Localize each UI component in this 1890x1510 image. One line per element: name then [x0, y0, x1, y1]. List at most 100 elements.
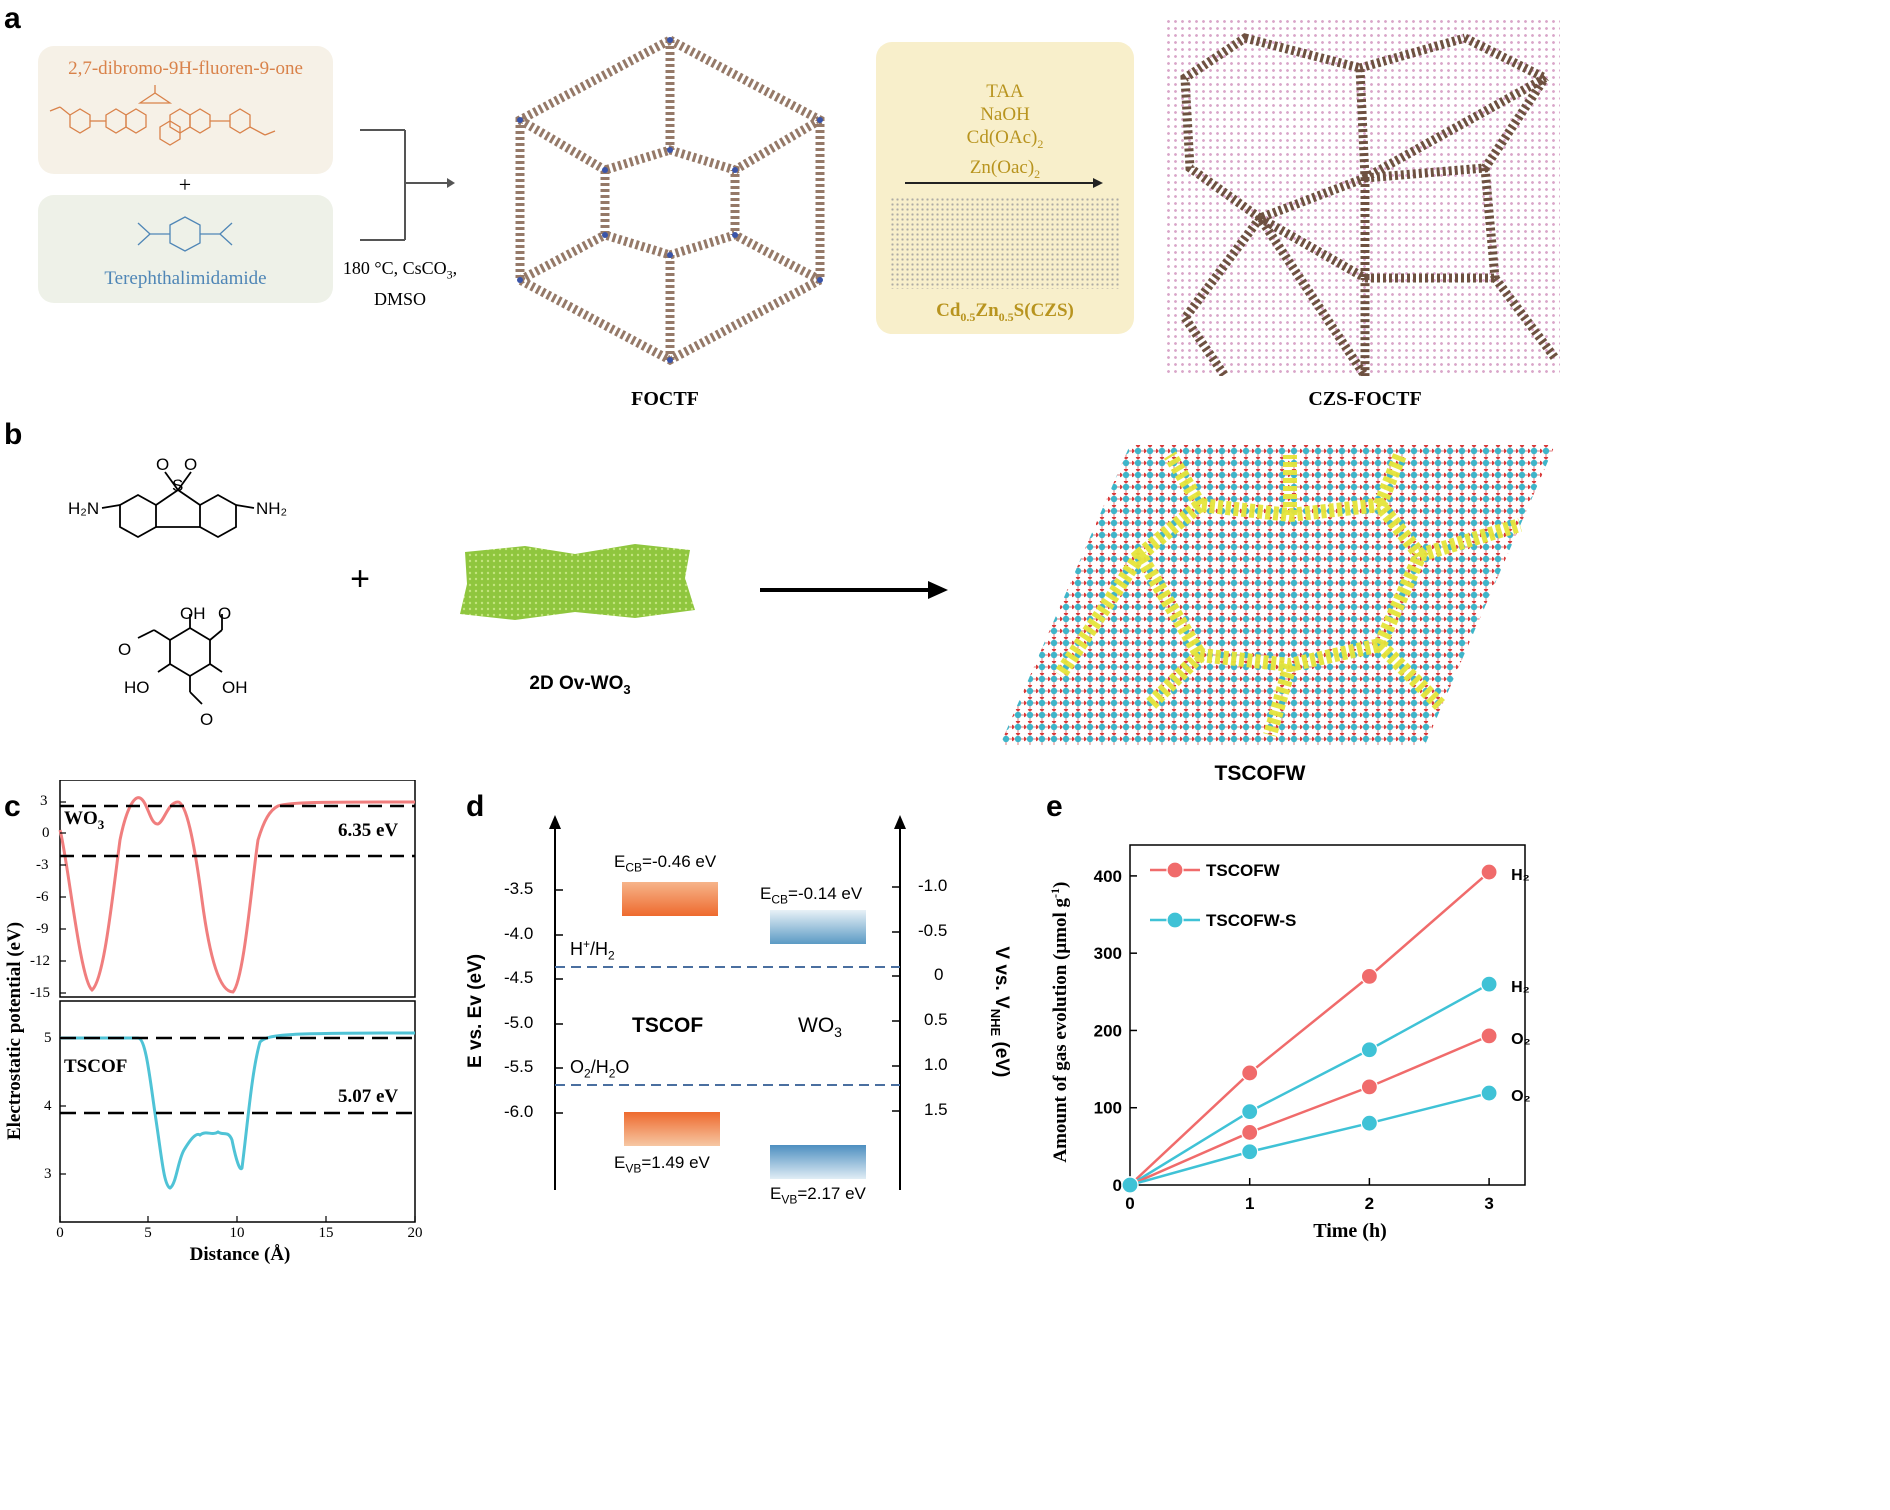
e-legend-marker — [1166, 911, 1184, 929]
panel-e-letter: e — [1046, 790, 1063, 823]
d-tscof-evb: EVB=1.49 eV — [614, 1153, 710, 1176]
e-data-point — [1360, 967, 1378, 985]
mol2-oh-right: OH — [222, 678, 248, 697]
e-xlabel: Time (h) — [1313, 1220, 1387, 1242]
e-data-point — [1121, 1176, 1139, 1194]
mol1-o-right: O — [184, 455, 198, 474]
panel-b-letter: b — [4, 418, 23, 451]
reactant2-box — [38, 195, 333, 303]
e-data-point — [1360, 1078, 1378, 1096]
triformylphloroglucinol-structure — [137, 614, 223, 705]
mol2-o-left: O — [118, 640, 132, 659]
c-ytick-5: 5 — [44, 1030, 52, 1046]
e-ytick-label: 300 — [1094, 944, 1122, 963]
panel-d-letter: d — [466, 790, 485, 823]
czs-arrow — [905, 178, 1103, 188]
c-ytick-3: 3 — [40, 793, 48, 809]
e-gas-label: H₂ — [1511, 867, 1530, 884]
d-lt-6: -6.0 — [504, 1102, 534, 1121]
c-xtick-5: 5 — [144, 1225, 152, 1241]
e-xtick-label: 3 — [1484, 1194, 1493, 1213]
mol2-oh-top: OH — [180, 604, 206, 623]
reactant-plus: + — [178, 172, 192, 197]
e-legend-label: TSCOFW — [1206, 861, 1281, 880]
c-ytick-m15: -15 — [30, 985, 50, 1001]
conditions-line2: DMSO — [373, 288, 426, 309]
conditions-comma: , — [452, 258, 458, 278]
foctf-label: FOCTF — [631, 388, 699, 410]
mol2-o-top: O — [218, 604, 232, 623]
e-data-point — [1480, 863, 1498, 881]
e-series-line — [1129, 1034, 1490, 1187]
tscofw-label: TSCOFW — [1214, 762, 1306, 785]
e-data-point — [1480, 1084, 1498, 1102]
panel-b-plus: + — [350, 560, 370, 598]
tscof-potential-curve — [60, 1031, 416, 1190]
mol1-s: S — [172, 476, 184, 495]
c-bottom-label: TSCOF — [64, 1056, 128, 1077]
c-ytick-m12: -12 — [30, 953, 50, 969]
e-ytick-label: 100 — [1094, 1099, 1122, 1118]
e-ytick-label: 0 — [1113, 1176, 1122, 1195]
e-data-point — [1480, 1027, 1498, 1045]
c-ytick-3b: 3 — [44, 1166, 52, 1182]
conditions-line1: 180 °C, CsCO — [342, 258, 447, 278]
reactant2-label: Terephthalimidamide — [104, 268, 267, 289]
mol1-h2n: H₂N — [68, 499, 100, 518]
d-rt-1: -1.0 — [918, 876, 948, 895]
c-ytick-m9: -9 — [36, 921, 49, 937]
panel-a-letter: a — [4, 2, 21, 35]
e-gas-label: O₂ — [1511, 1031, 1531, 1048]
d-rt-5: 1.0 — [924, 1055, 948, 1074]
czs-label: Cd0.5Zn0.5S(CZS) — [936, 300, 1074, 324]
d-tscof-ecb: ECB=-0.46 eV — [614, 852, 717, 875]
c-bottom-energy: 5.07 eV — [338, 1086, 399, 1107]
c-xlabel: Distance (Å) — [189, 1244, 291, 1265]
d-rt-4: 0.5 — [924, 1010, 948, 1029]
c-top-label: WO3 — [64, 808, 105, 832]
tscofw-structure — [1000, 445, 1555, 745]
reagent-taa: TAA — [986, 81, 1024, 102]
reagent-zn: Zn(Oac)2 — [969, 156, 1041, 181]
e-series-line — [1129, 871, 1490, 1186]
d-lt-3: -4.5 — [504, 968, 534, 987]
c-ytick-4: 4 — [44, 1098, 52, 1114]
d-rt-2: -0.5 — [918, 921, 948, 940]
d-rt-6: 1.5 — [924, 1100, 948, 1119]
wo3-cb-band — [770, 910, 866, 944]
d-lt-5: -5.5 — [504, 1057, 534, 1076]
e-plot-frame — [1129, 844, 1526, 1186]
c-xtick-10: 10 — [229, 1225, 245, 1241]
e-ytick-label: 400 — [1094, 867, 1122, 886]
d-tscof-label: TSCOF — [632, 1014, 704, 1037]
e-data-point — [1241, 1064, 1259, 1082]
e-xtick-label: 0 — [1125, 1194, 1134, 1213]
d-left-axis-label: E vs. Ev (eV) — [465, 953, 486, 1069]
panel-c-plots — [58, 780, 416, 1223]
czs-lattice — [890, 197, 1120, 289]
d-h-level: H+/H2 — [570, 937, 615, 963]
e-data-point — [1241, 1143, 1259, 1161]
e-ylabel: Amount of gas evolution (μmol g-1) — [1047, 881, 1072, 1163]
e-legend-marker — [1166, 861, 1184, 879]
e-data-point — [1360, 1114, 1378, 1132]
tscof-vb-band — [624, 1112, 720, 1146]
mol2-o-bottom: O — [200, 710, 214, 729]
wo3-sheet — [460, 544, 695, 620]
reactant1-box — [38, 46, 333, 174]
c-xtick-15: 15 — [318, 1225, 334, 1241]
d-wo3-evb: EVB=2.17 eV — [770, 1184, 866, 1207]
d-wo3-label: WO3 — [798, 1014, 842, 1041]
czs-foctf-label: CZS-FOCTF — [1308, 388, 1422, 410]
c-xtick-20: 20 — [407, 1225, 423, 1241]
reagent-list: TAA NaOH Cd(OAc)2 Zn(Oac)2 — [876, 80, 1134, 186]
c-ytick-0: 0 — [42, 825, 50, 841]
e-xtick-label: 2 — [1365, 1194, 1374, 1213]
e-data-point — [1360, 1041, 1378, 1059]
e-series-line — [1129, 982, 1490, 1187]
dibenzothiophene-diamine-structure — [101, 471, 255, 539]
mol1-o-left: O — [156, 455, 170, 474]
panel-c-ylabel: Electrostatic potential (eV) — [4, 921, 25, 1141]
d-wo3-ecb: ECB=-0.14 eV — [760, 884, 863, 907]
reactant2-structure — [137, 216, 233, 252]
